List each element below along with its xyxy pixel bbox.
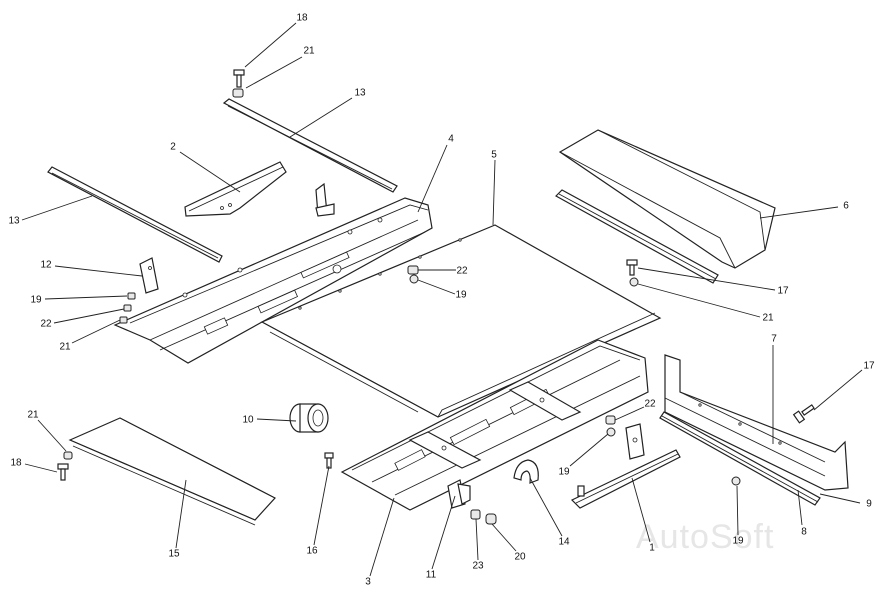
part-16-bolt (324, 452, 334, 469)
callout-19: 19 (30, 295, 42, 306)
part-hardware-left (119, 292, 136, 324)
part-5-floor-panel (260, 224, 662, 418)
part-14-clip (513, 459, 539, 484)
callout-14: 14 (558, 537, 570, 548)
callout-19: 19 (455, 290, 467, 301)
part-8-strip (659, 411, 821, 506)
callout-13: 13 (8, 216, 20, 227)
callout-22: 22 (644, 399, 656, 410)
callout-22: 22 (456, 266, 468, 277)
callout-3: 3 (365, 577, 371, 588)
part-10-cylinder (289, 403, 329, 433)
part-hardware-middle (407, 265, 419, 284)
callout-21: 21 (762, 313, 774, 324)
callout-19: 19 (558, 467, 570, 478)
part-3-frame (340, 339, 649, 511)
part-hardware-bottom (470, 509, 497, 525)
part-6-channel (555, 129, 776, 284)
part-7-side-panel (664, 354, 849, 491)
callout-4: 4 (448, 134, 454, 145)
callout-18: 18 (10, 458, 22, 469)
part-21-nut-top (232, 88, 244, 98)
callout-23: 23 (472, 561, 484, 572)
part-21-nut-right (629, 277, 639, 287)
part-11-bracket (447, 479, 471, 509)
part-small-bracket (315, 182, 335, 217)
part-21-nut-lower-left (63, 451, 73, 460)
part-1-angle-strip (570, 449, 681, 509)
callout-15: 15 (168, 549, 180, 560)
callout-10: 10 (242, 415, 254, 426)
callout-17: 17 (777, 286, 789, 297)
part-19-nut-bottom (731, 476, 741, 486)
callout-9: 9 (866, 499, 872, 510)
part-13-strip-upper (222, 98, 398, 193)
part-13-strip-left (47, 166, 223, 263)
callout-22: 22 (40, 319, 52, 330)
callout-21: 21 (27, 410, 39, 421)
part-17-bolt-right (792, 404, 815, 424)
part-4-side-rail (113, 197, 433, 364)
part-18-bolt-top (233, 69, 245, 88)
callout-13: 13 (354, 88, 366, 99)
callout-11: 11 (426, 570, 437, 581)
callout-20: 20 (514, 552, 526, 563)
callout-12: 12 (40, 260, 52, 271)
part-hardware-right (605, 415, 616, 437)
callout-21: 21 (59, 342, 71, 353)
callout-18: 18 (296, 13, 308, 24)
callout-8: 8 (801, 527, 807, 538)
callout-6: 6 (843, 201, 849, 212)
callout-17: 17 (863, 361, 875, 372)
callout-7: 7 (771, 334, 777, 345)
leader-lines (21, 22, 863, 577)
callout-16: 16 (306, 546, 318, 557)
part-18-bolt-lower-left (57, 463, 69, 481)
part-15-tray (68, 417, 276, 526)
part-12-bracket (139, 257, 159, 294)
part-bracket-right (625, 423, 645, 460)
callout-1: 1 (649, 543, 655, 554)
callout-5: 5 (491, 150, 497, 161)
part-17-bolt-upper (626, 259, 638, 276)
watermark: AutoSoft (636, 518, 774, 556)
callout-19: 19 (732, 536, 744, 547)
callout-21: 21 (303, 46, 315, 57)
callout-2: 2 (170, 142, 176, 153)
